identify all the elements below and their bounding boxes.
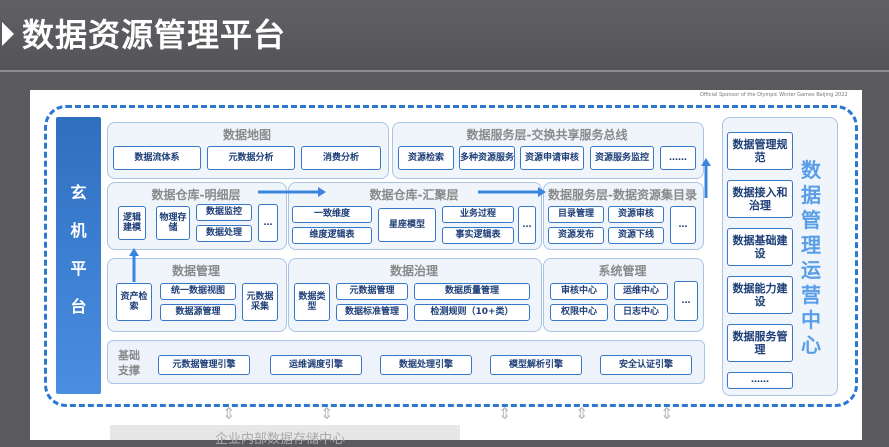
title-arrow-icon [2,22,14,46]
warehouse-summary-title: 数据仓库-汇聚层 [369,188,459,202]
sponsor-text: Official Sponsor of the Olympic Winter G… [700,92,848,98]
system-management-item: … [674,281,698,321]
warehouse-summary-item: 事实逻辑表 [442,227,514,244]
right-arrow-icon [258,187,326,197]
warehouse-summary-item: 维度逻辑表 [292,227,372,244]
platform-boundary [44,105,858,407]
service-catalog-title: 数据服务层-数据资源集目录 [548,188,697,202]
warehouse-detail-title: 数据仓库-明细层 [151,188,241,202]
warehouse-detail-item: 数据监控 [196,204,252,221]
page-header: 数据资源管理平台 [0,0,889,70]
data-governance-item: 数据质量管理 [414,283,530,300]
double-arrow-icon: ⇕ [222,404,236,423]
service-exchange-item: 多种资源服务 [459,146,515,170]
data-map-item: 元数据分析 [207,146,295,170]
data-map-item: 数据流体系 [113,146,201,170]
double-arrow-icon: ⇕ [498,404,512,423]
warehouse-detail-item: 物理存储 [156,206,190,240]
service-exchange-item: 资源服务监控 [590,146,654,170]
system-management-item: 日志中心 [614,304,668,321]
data-governance-item: 数据标准管理 [336,304,408,321]
service-catalog-item: 资源发布 [548,227,604,244]
service-exchange-title: 数据服务层-交换共享服务总线 [466,128,628,142]
base-support-item: 运维调度引擎 [270,355,362,375]
operations-item: 数据接入和治理 [727,180,793,218]
warehouse-detail-item: 逻辑建模 [118,206,146,240]
up-arrow-icon [129,248,139,282]
data-governance-item: 数据类型 [294,283,330,321]
header-divider [0,70,889,72]
data-management-item: 数据源管理 [160,304,236,321]
data-governance-item: 元数据管理 [336,283,408,300]
warehouse-summary-item: 星座模型 [378,208,436,242]
double-arrow-icon: ⇕ [575,404,589,423]
operations-item: 数据管理规范 [727,132,793,170]
page-title: 数据资源管理平台 [22,16,287,54]
double-arrow-icon: ⇕ [320,404,334,423]
data-management-item: 统一数据视图 [160,283,236,300]
data-governance-title: 数据治理 [389,264,438,278]
service-catalog-item: 资源审核 [608,206,664,223]
operations-center-title: 数据管理运营中心 [801,158,821,357]
warehouse-detail-item: … [258,204,278,242]
service-catalog-item: 资源下线 [608,227,664,244]
platform-sidebar: 玄 机 平 台 [56,117,101,394]
sidebar-char: 平 [70,259,87,278]
data-management-item: 资产检索 [116,283,152,321]
service-exchange-item: 资源申请审核 [520,146,584,170]
base-support-item: 模型解析引擎 [490,355,582,375]
base-support-item: 安全认证引擎 [600,355,692,375]
base-support-item: 元数据管理引擎 [158,355,250,375]
up-arrow-icon [701,158,711,198]
sidebar-char: 机 [70,221,87,240]
operations-item: 数据基础建设 [727,228,793,266]
system-management-item: 运维中心 [614,283,668,300]
warehouse-summary-item: 业务过程 [442,206,514,223]
data-map-item: 消费分析 [301,146,381,170]
data-management-title: 数据管理 [171,264,220,278]
service-exchange-item: …… [660,146,696,170]
double-arrow-icon: ⇕ [660,404,674,423]
data-governance-item: 检测规则（10+类） [414,304,530,321]
warehouse-summary-item: 一致维度 [292,206,372,223]
sidebar-char: 台 [70,297,87,316]
system-management-item: 审核中心 [550,283,608,300]
data-map-title: 数据地图 [222,128,271,142]
operations-item: …… [727,372,793,389]
right-arrow-icon [478,187,546,197]
operations-item: 数据能力建设 [727,276,793,314]
operations-item: 数据服务管理 [727,324,793,362]
service-exchange-item: 资源检索 [398,146,454,170]
storage-center-block [110,425,460,440]
data-management-item: 元数据采集 [242,283,278,321]
warehouse-summary-item: … [518,206,536,244]
service-catalog-item: 目录管理 [548,206,604,223]
service-catalog-item: … [670,206,696,244]
warehouse-detail-item: 数据处理 [196,225,252,242]
system-management-title: 系统管理 [598,264,647,278]
system-management-item: 权限中心 [550,304,608,321]
base-support-label: 基础支撑 [118,349,140,377]
base-support-item: 数据处理引擎 [380,355,472,375]
sidebar-char: 玄 [70,183,87,202]
storage-center-label: 企业内部数据存储中心 [215,432,346,447]
